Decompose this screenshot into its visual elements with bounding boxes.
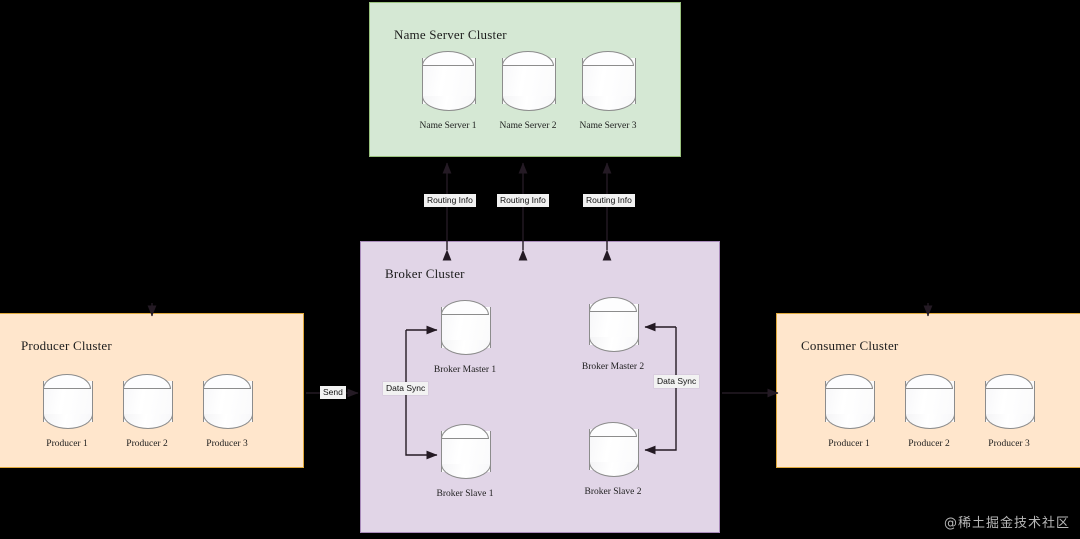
cylinder-bottom [203,414,253,429]
node-label: Broker Master 2 [581,362,645,372]
node-label: Producer 1 [828,439,870,449]
cluster-name-server[interactable]: Name Server Cluster Name Server 1 Name S… [369,2,681,157]
cylinder-top [502,51,554,66]
cluster-title-broker: Broker Cluster [385,266,465,281]
cylinder-top [422,51,474,66]
node-label: Producer 3 [206,439,248,449]
cylinder-top [905,374,953,389]
edge-label-data-sync-right: Data Sync [654,375,700,388]
cylinder-bottom [502,96,556,111]
cylinder-bottom [825,414,875,429]
node-broker-slave-1[interactable]: Broker Slave 1 [437,424,494,499]
cylinder-top [825,374,873,389]
node-broker-master-2[interactable]: Broker Master 2 [582,297,644,372]
cylinder-bottom [441,340,491,355]
node-label: Name Server 1 [419,121,477,131]
cylinder-bottom [582,96,636,111]
edge-label-routing-info-1: Routing Info [424,194,476,207]
cluster-consumer[interactable]: Consumer Cluster Producer 1 Producer 2 P… [776,313,1080,468]
edge-label-routing-info-3: Routing Info [583,194,635,207]
node-name-server-3[interactable]: Name Server 3 [580,51,636,131]
edge-label-routing-info-2: Routing Info [497,194,549,207]
cylinder-top [985,374,1033,389]
edge-label-data-sync-left: Data Sync [383,382,429,395]
cylinder-top [123,374,171,389]
cylinder-top [582,51,634,66]
edge-label-send: Send [320,386,346,399]
cluster-producer[interactable]: Producer Cluster Producer 1 Producer 2 P… [0,313,304,468]
node-broker-slave-2[interactable]: Broker Slave 2 [585,422,642,497]
cylinder-bottom [441,464,491,479]
cylinder-bottom [985,414,1035,429]
cylinder-bottom [589,337,639,352]
node-broker-master-1[interactable]: Broker Master 1 [434,300,496,375]
cylinder-bottom [43,414,93,429]
cylinder-top [589,297,637,312]
cylinder-top [589,422,637,437]
watermark: @稀土掘金技术社区 [943,516,1070,531]
cluster-title-producer: Producer Cluster [21,338,112,353]
node-label: Name Server 3 [579,121,637,131]
cylinder-bottom [422,96,476,111]
cluster-title-consumer: Consumer Cluster [801,338,899,353]
node-label: Producer 2 [126,439,168,449]
node-consumer-3[interactable]: Producer 3 [985,374,1035,449]
node-label: Broker Slave 1 [436,489,494,499]
node-label: Broker Master 1 [433,365,497,375]
node-producer-3[interactable]: Producer 3 [203,374,253,449]
cylinder-top [43,374,91,389]
node-consumer-1[interactable]: Producer 1 [825,374,875,449]
cylinder-bottom [905,414,955,429]
node-label: Producer 3 [988,439,1030,449]
node-label: Name Server 2 [499,121,557,131]
node-consumer-2[interactable]: Producer 2 [905,374,955,449]
node-label: Producer 1 [46,439,88,449]
cylinder-top [441,424,489,439]
cylinder-top [203,374,251,389]
node-label: Producer 2 [908,439,950,449]
node-label: Broker Slave 2 [584,487,642,497]
node-producer-1[interactable]: Producer 1 [43,374,93,449]
cylinder-top [441,300,489,315]
node-producer-2[interactable]: Producer 2 [123,374,173,449]
cylinder-bottom [123,414,173,429]
node-name-server-1[interactable]: Name Server 1 [420,51,476,131]
cluster-title-name-server: Name Server Cluster [394,27,507,42]
node-name-server-2[interactable]: Name Server 2 [500,51,556,131]
cylinder-bottom [589,462,639,477]
